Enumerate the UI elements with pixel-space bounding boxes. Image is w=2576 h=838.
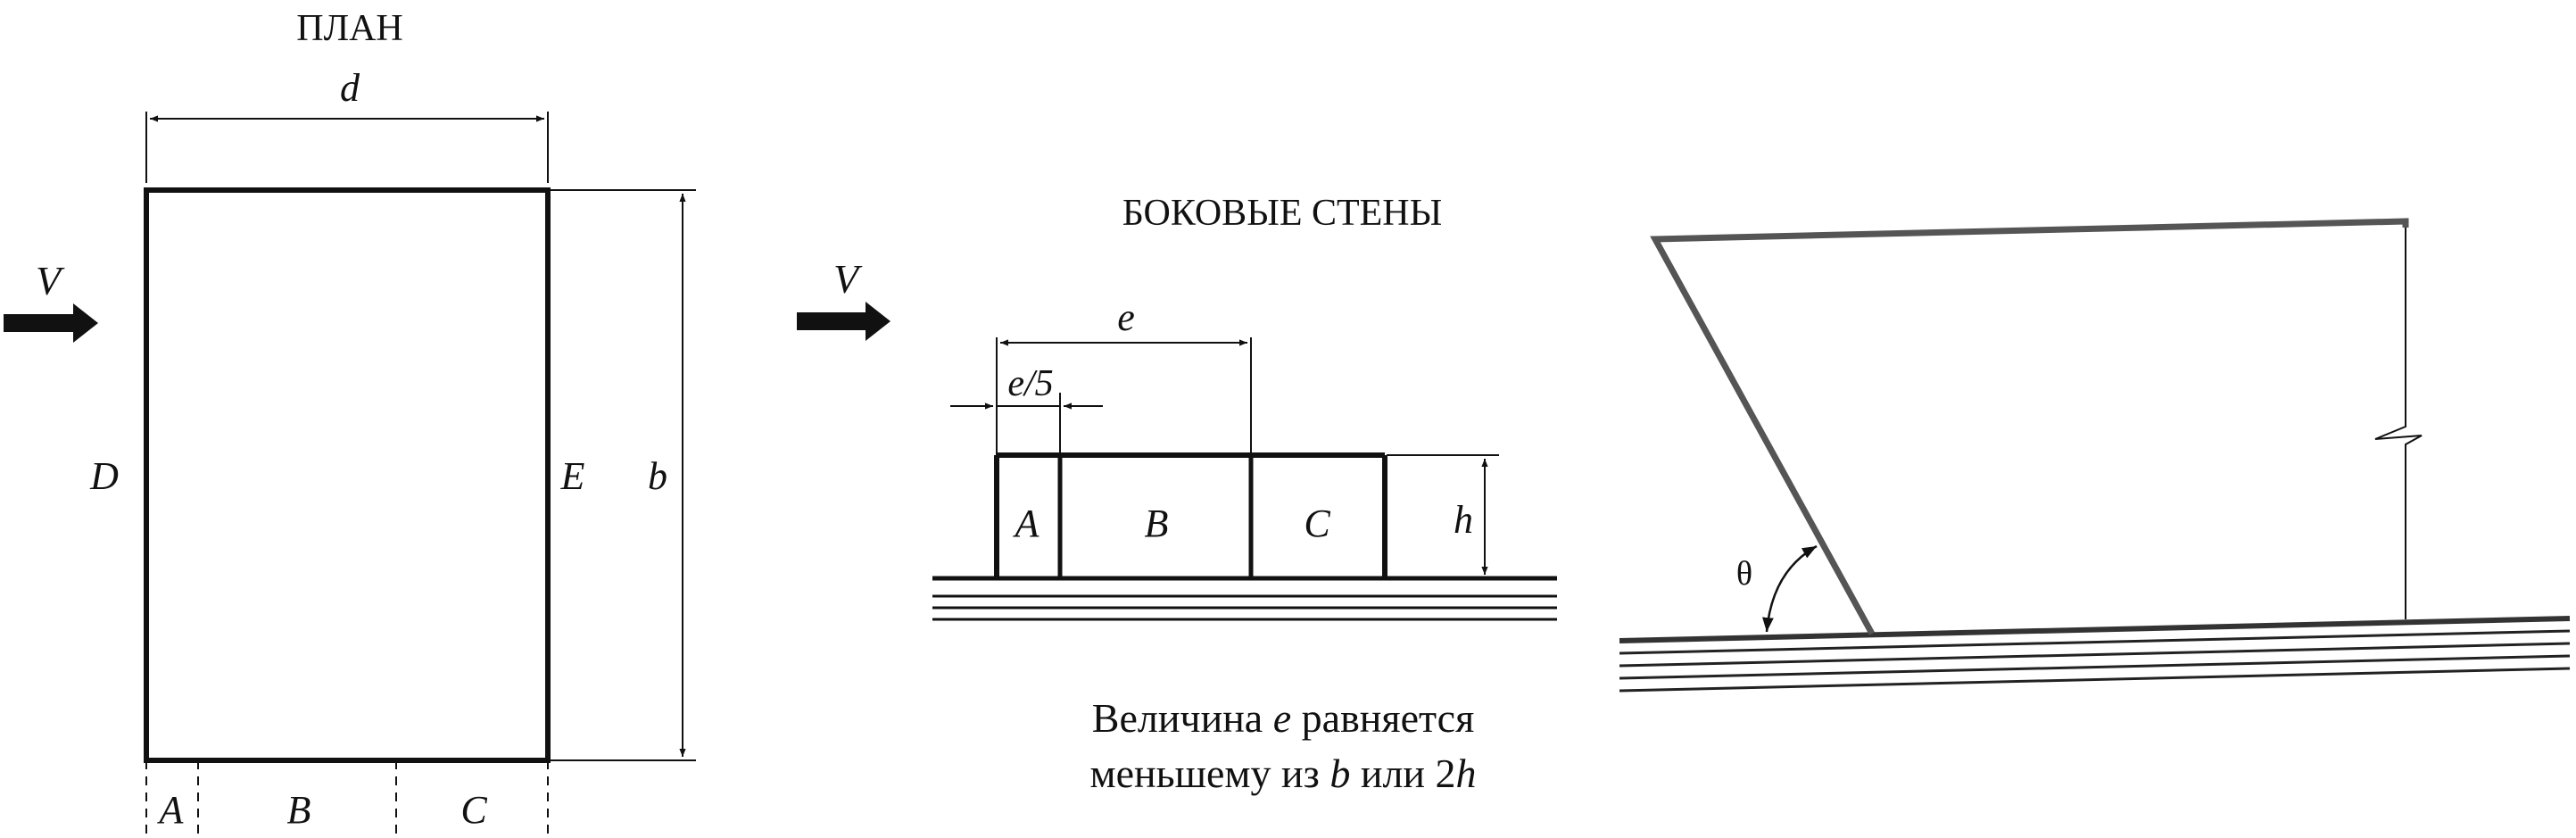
plan-wind-arrow: V (4, 258, 98, 343)
plan-dim-b-label: b (648, 454, 667, 498)
side-wind-label: V (833, 256, 863, 302)
roof-break-line (2374, 228, 2423, 619)
plan-dimension-b: b (550, 189, 696, 761)
wind-arrow-icon (4, 303, 98, 343)
side-dimension-e5: e/5 (950, 363, 1103, 455)
side-wind-arrow: V (797, 256, 890, 341)
roof-angle-view: θ (1619, 218, 2571, 693)
side-dim-e-label: e (1117, 295, 1135, 339)
roof-outline (1650, 218, 2409, 635)
side-note-line1: Величина e равняется (1092, 695, 1474, 741)
angle-theta-label: θ (1736, 555, 1752, 593)
side-dim-e5-label: e/5 (1007, 363, 1053, 404)
plan-wind-label: V (36, 258, 65, 303)
plan-zone-c-label: C (460, 788, 487, 832)
side-dimension-e: e (996, 295, 1252, 455)
plan-building-outline (144, 187, 551, 763)
side-walls-view: БОКОВЫЕ СТЕНЫ V e e/5 A (797, 193, 1557, 796)
side-walls-title: БОКОВЫЕ СТЕНЫ (1122, 193, 1443, 234)
plan-title: ПЛАН (296, 8, 402, 49)
side-dimension-h: h (1387, 454, 1499, 575)
plan-face-d-label: D (89, 454, 119, 498)
roof-ground-hatching (1619, 616, 2571, 693)
side-wall-elevation (994, 452, 1387, 578)
side-ground-hatching (932, 576, 1557, 621)
plan-zone-separators (145, 760, 549, 838)
side-dim-h-label: h (1454, 498, 1473, 542)
plan-zone-b-label: B (287, 788, 311, 832)
side-zone-a-label: A (1013, 502, 1040, 545)
plan-face-e-label: E (560, 454, 585, 498)
side-zone-b-label: B (1145, 502, 1169, 545)
plan-zone-a-label: A (157, 788, 185, 832)
side-zone-c-label: C (1304, 502, 1330, 545)
wind-arrow-icon (797, 302, 890, 341)
plan-dim-d-label: d (340, 66, 360, 110)
plan-view: ПЛАН d b V D E (4, 8, 696, 838)
plan-dimension-d: d (145, 66, 549, 183)
angle-arc (1762, 544, 1818, 633)
side-note-line2: меньшему из b или 2h (1089, 751, 1476, 796)
